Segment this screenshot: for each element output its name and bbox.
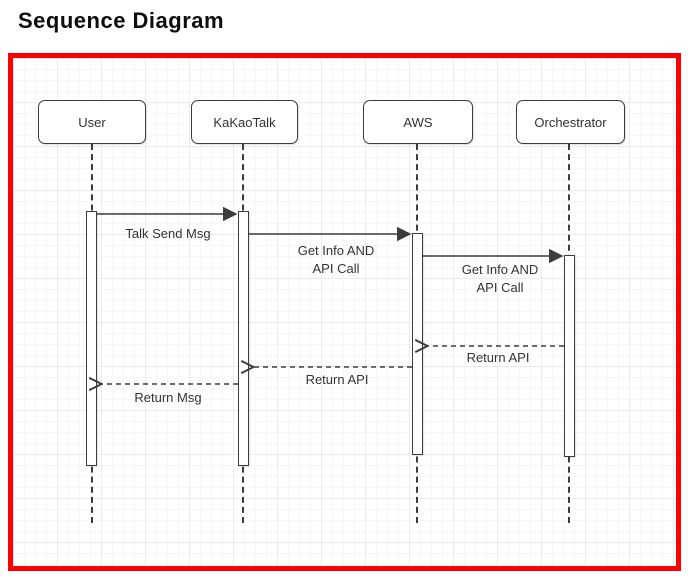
activation-bar-kakaotalk	[238, 211, 249, 466]
message-label-return-msg: Return Msg	[134, 390, 202, 405]
message-label-return-api-2: Return API	[305, 372, 369, 387]
message-label-get-info-api-call-1: Get Info AND API Call	[297, 243, 375, 276]
sequence-diagram-canvas: User KaKaoTalk AWS Orchestrator	[8, 53, 681, 571]
actor-label-orchestrator: Orchestrator	[534, 114, 607, 130]
actor-label-aws: AWS	[403, 114, 433, 130]
page-title: Sequence Diagram	[18, 8, 225, 33]
actor-box-kakaotalk: KaKaoTalk	[191, 100, 298, 144]
actor-box-aws: AWS	[363, 100, 473, 144]
activation-bar-user	[86, 211, 97, 466]
message-label-talk-send-msg: Talk Send Msg	[125, 226, 211, 241]
message-label-return-api-1: Return API	[466, 350, 530, 365]
message-label-get-info-api-call-2: Get Info AND API Call	[461, 262, 539, 295]
actor-label-user: User	[78, 114, 106, 130]
activation-bar-orchestrator	[564, 255, 575, 457]
actor-box-orchestrator: Orchestrator	[516, 100, 625, 144]
actor-box-user: User	[38, 100, 146, 144]
actor-label-kakaotalk: KaKaoTalk	[213, 114, 276, 130]
